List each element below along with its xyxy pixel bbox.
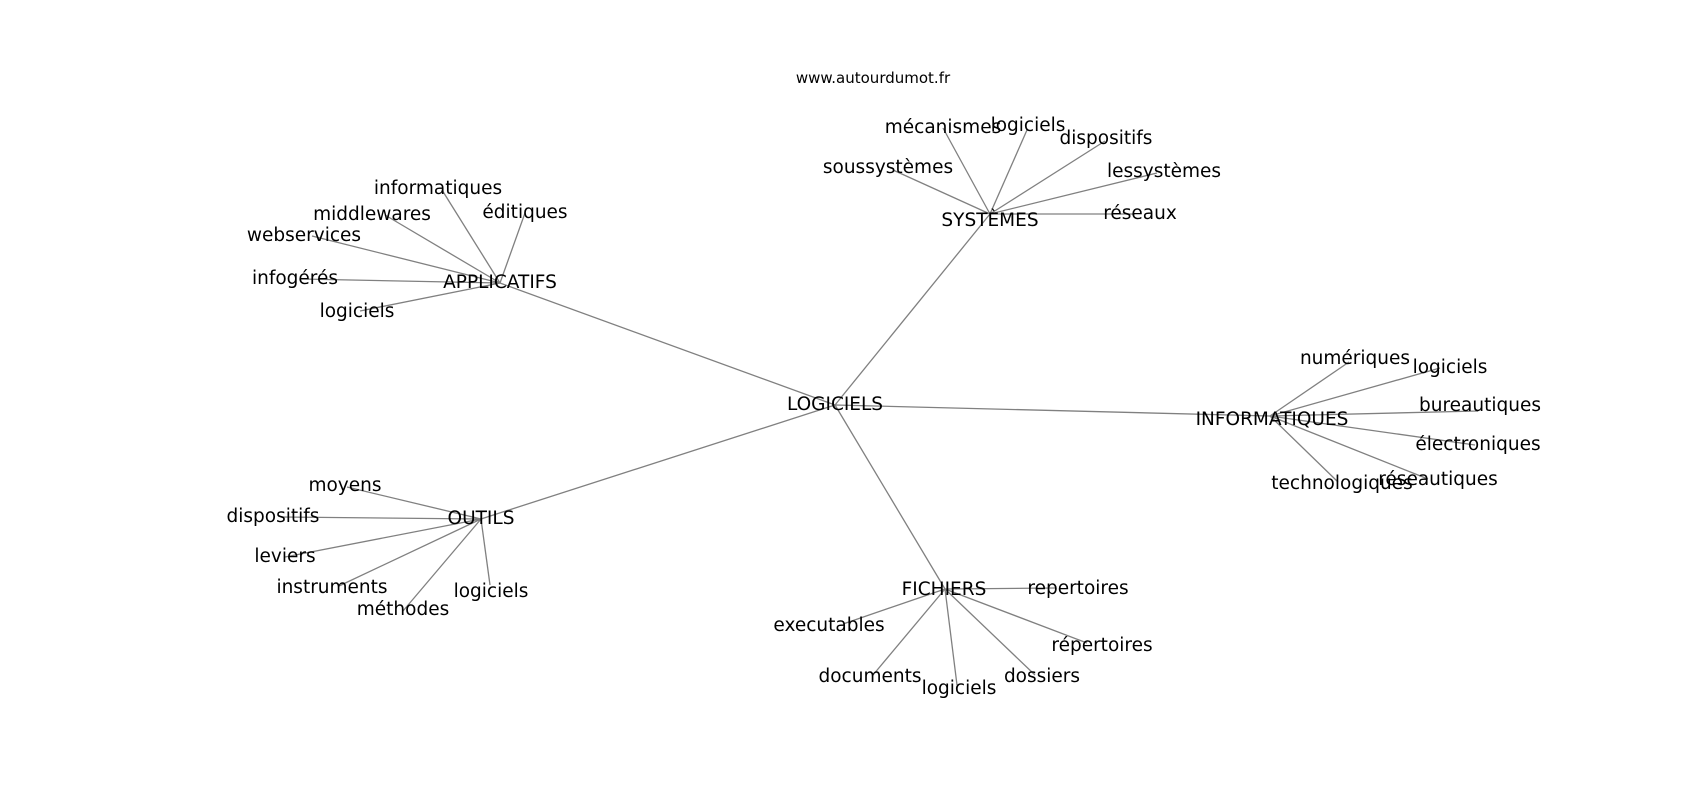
edge-informatiques-leaf xyxy=(1269,367,1441,417)
edge-systemes-leaf xyxy=(989,172,1158,215)
leaf-node-label: documents xyxy=(819,666,922,687)
source-watermark: www.autourdumot.fr xyxy=(796,69,951,87)
edge-applicatifs-leaf xyxy=(300,278,501,284)
edge-center-to-informatiques xyxy=(834,404,1271,417)
edge-center-to-applicatifs xyxy=(499,282,836,406)
hub-node-applicatifs: APPLICATIFS xyxy=(443,272,557,293)
leaf-node-label: répertoires xyxy=(1051,635,1152,656)
edge-outils-leaf xyxy=(284,518,482,558)
leaf-node-label: leviers xyxy=(254,546,315,567)
hub-node-fichiers: FICHIERS xyxy=(902,579,987,600)
edge-center-to-systemes xyxy=(834,213,991,406)
leaf-node-label: technologiques xyxy=(1271,473,1412,494)
edge-systemes-leaf xyxy=(892,169,991,215)
edge-applicatifs-leaf xyxy=(499,212,526,284)
center-node-label: LOGICIELS xyxy=(787,394,883,415)
edges-layer xyxy=(281,127,1479,686)
leaf-node-label: logiciels xyxy=(320,301,395,322)
hub-node-outils: OUTILS xyxy=(448,508,515,529)
edge-center-to-outils xyxy=(480,404,836,520)
leaf-node-label: éditiques xyxy=(482,202,567,223)
edge-outils-leaf xyxy=(281,516,482,520)
leaf-node-label: middlewares xyxy=(313,204,431,225)
edge-outils-leaf xyxy=(338,518,482,587)
leaf-node-label: logiciels xyxy=(991,115,1066,136)
leaf-node-label: numériques xyxy=(1300,348,1410,369)
leaf-node-label: dispositifs xyxy=(1060,128,1153,149)
edge-informatiques-leaf xyxy=(1269,361,1350,417)
edge-fichiers-leaf xyxy=(944,587,1056,590)
edge-outils-leaf xyxy=(346,486,482,520)
leaf-node-label: webservices xyxy=(247,225,361,246)
edge-systemes-leaf xyxy=(989,129,1028,215)
leaf-node-label: repertoires xyxy=(1027,578,1128,599)
edge-fichiers-leaf xyxy=(842,588,946,625)
labels-layer: www.autourdumot.fr LOGICIELS APPLICATIFS… xyxy=(227,69,1541,699)
leaf-node-label: instruments xyxy=(276,577,387,598)
edge-applicatifs-leaf xyxy=(311,235,501,284)
leaf-node-label: bureautiques xyxy=(1419,395,1541,416)
leaf-node-label: méthodes xyxy=(357,599,449,620)
leaf-node-label: logiciels xyxy=(454,581,529,602)
leaf-node-label: logiciels xyxy=(1413,357,1488,378)
edge-outils-leaf xyxy=(402,518,482,612)
leaf-node-label: dispositifs xyxy=(227,506,320,527)
hub-node-systemes: SYSTÈMES xyxy=(941,209,1038,231)
leaf-node-label: électroniques xyxy=(1415,434,1540,455)
leaf-node-label: logiciels xyxy=(922,678,997,699)
edge-outils-leaf xyxy=(480,518,491,586)
leaf-node-label: soussystèmes xyxy=(823,157,953,178)
edge-informatiques-leaf xyxy=(1269,415,1476,446)
leaf-node-label: réseaux xyxy=(1103,203,1177,224)
edge-fichiers-leaf xyxy=(944,588,1036,676)
edge-applicatifs-leaf xyxy=(384,214,501,284)
edge-fichiers-leaf xyxy=(944,588,958,686)
edge-applicatifs-leaf xyxy=(441,189,501,284)
edge-fichiers-leaf xyxy=(944,588,1088,644)
leaf-node-label: informatiques xyxy=(374,178,502,199)
leaf-node-label: infogérés xyxy=(252,268,338,289)
leaf-node-label: lessystèmes xyxy=(1107,161,1221,182)
edge-informatiques-leaf xyxy=(1269,415,1339,483)
hub-node-informatiques: INFORMATIQUES xyxy=(1196,409,1349,430)
leaf-node-label: dossiers xyxy=(1004,666,1080,687)
leaf-node-label: réseautiques xyxy=(1378,469,1498,490)
edge-informatiques-leaf xyxy=(1269,410,1479,417)
edge-applicatifs-leaf xyxy=(359,282,501,312)
edge-informatiques-leaf xyxy=(1269,415,1429,480)
leaf-node-label: moyens xyxy=(308,475,381,496)
edge-center-to-fichiers xyxy=(834,404,946,590)
leaf-node-label: executables xyxy=(773,615,884,636)
edge-fichiers-leaf xyxy=(872,588,946,676)
leaf-node-label: mécanismes xyxy=(885,117,1001,138)
edge-systemes-leaf xyxy=(942,127,991,215)
edge-systemes-leaf xyxy=(989,140,1106,215)
